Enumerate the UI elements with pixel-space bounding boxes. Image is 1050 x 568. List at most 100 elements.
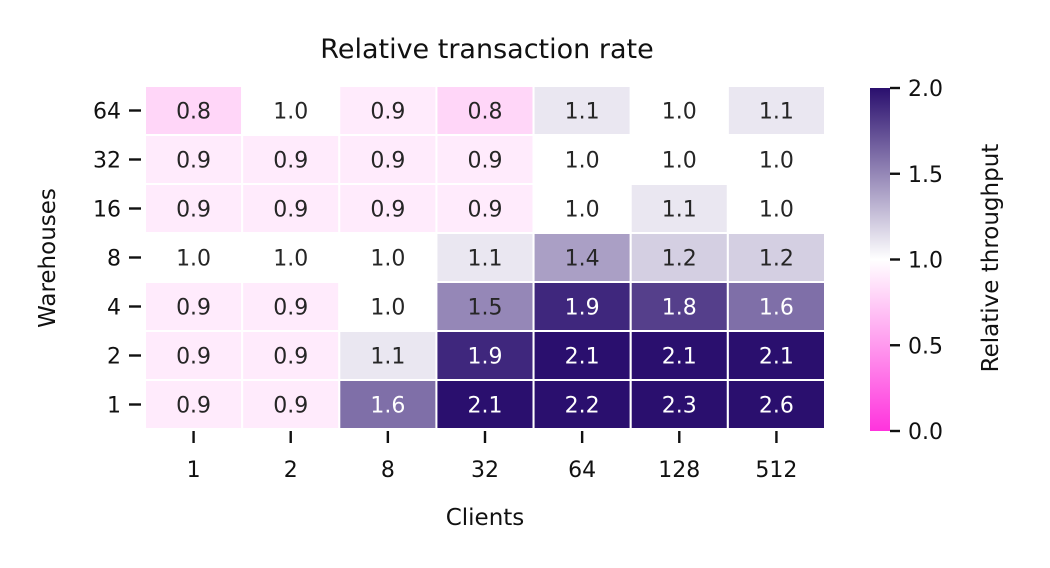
cell-value-label: 2.1 — [662, 345, 697, 370]
cell-value-label: 1.0 — [662, 149, 697, 174]
cell-value-label: 1.5 — [468, 296, 503, 321]
heatmap-cell — [241, 183, 341, 234]
heatmap-cell — [144, 232, 244, 283]
cell-value-label: 0.9 — [176, 345, 211, 370]
colorbar-label: Relative throughput — [978, 144, 1004, 373]
cell-value-label: 0.9 — [273, 198, 308, 223]
cell-value-label: 0.9 — [370, 198, 405, 223]
x-tick-label: 64 — [568, 458, 596, 483]
heatmap-cell — [338, 379, 438, 430]
cell-value-label: 1.1 — [565, 100, 600, 125]
heatmap-cell — [726, 183, 826, 234]
heatmap-cell — [144, 85, 244, 136]
heatmap-cell — [532, 134, 632, 185]
cell-value-label: 1.0 — [565, 149, 600, 174]
heatmap-cells: 0.8 1.0 0.9 0.8 1.1 1.0 1.1 0.9 0.9 0.9 0.9 1.0 1.0 1… — [144, 85, 826, 430]
cell-value-label: 1.0 — [273, 247, 308, 272]
heatmap-cell — [144, 330, 244, 381]
cell-value-label: 0.9 — [273, 345, 308, 370]
cell-value-label: 1.0 — [176, 247, 211, 272]
cell-value-label: 2.2 — [565, 394, 600, 419]
cell-value-label: 1.9 — [565, 296, 600, 321]
heatmap-cell — [338, 183, 438, 234]
cell-value-label: 1.0 — [273, 100, 308, 125]
colorbar-tick-label: 1.0 — [908, 249, 943, 274]
cell-value-label: 1.0 — [370, 247, 405, 272]
cell-value-label: 1.2 — [662, 247, 697, 272]
cell-value-label: 1.6 — [370, 394, 405, 419]
cell-value-label: 0.9 — [176, 198, 211, 223]
y-tick-label: 2 — [107, 345, 121, 370]
x-tick-label: 512 — [755, 458, 797, 483]
heatmap-cell — [726, 379, 826, 430]
y-tick-label: 64 — [93, 100, 121, 125]
cell-value-label: 1.6 — [759, 296, 794, 321]
heatmap-cell — [629, 232, 729, 283]
cell-value-label: 1.0 — [565, 198, 600, 223]
heatmap-cell — [338, 134, 438, 185]
heatmap-cell — [338, 281, 438, 332]
heatmap-cell — [241, 232, 341, 283]
y-axis-label: Warehouses — [35, 188, 61, 328]
cell-value-label: 0.8 — [176, 100, 211, 125]
colorbar-tick-label: 2.0 — [908, 77, 943, 102]
y-tick-label: 8 — [107, 247, 121, 272]
cell-value-label: 1.0 — [759, 149, 794, 174]
y-tick-label: 4 — [107, 296, 121, 321]
cell-value-label: 1.1 — [662, 198, 697, 223]
x-tick-label: 32 — [471, 458, 499, 483]
cell-value-label: 0.9 — [273, 394, 308, 419]
cell-value-label: 2.3 — [662, 394, 697, 419]
colorbar-ticks: 0.0 0.5 1.0 1.5 2.0 — [890, 77, 943, 445]
cell-value-label: 1.1 — [468, 247, 503, 272]
cell-value-label: 0.9 — [176, 296, 211, 321]
heatmap-cell — [629, 379, 729, 430]
heatmap-cell — [726, 134, 826, 185]
cell-value-label: 0.9 — [176, 394, 211, 419]
x-tick-label: 8 — [381, 458, 395, 483]
colorbar-tick-label: 0.5 — [908, 334, 943, 359]
cell-value-label: 0.9 — [273, 296, 308, 321]
heatmap-cell — [435, 379, 535, 430]
cell-value-label: 1.4 — [565, 247, 600, 272]
cell-value-label: 0.9 — [176, 149, 211, 174]
x-tick-label: 128 — [658, 458, 700, 483]
heatmap-cell — [144, 134, 244, 185]
cell-value-label: 0.9 — [370, 149, 405, 174]
cell-value-label: 1.8 — [662, 296, 697, 321]
heatmap-cell — [532, 183, 632, 234]
cell-value-label: 1.1 — [759, 100, 794, 125]
heatmap-cell — [726, 330, 826, 381]
heatmap-cell — [629, 85, 729, 136]
chart-title: Relative transaction rate — [320, 34, 653, 65]
colorbar — [870, 88, 890, 431]
heatmap-cell — [532, 379, 632, 430]
cell-value-label: 0.9 — [370, 100, 405, 125]
y-tick-label: 16 — [93, 198, 121, 223]
cell-value-label: 2.6 — [759, 394, 794, 419]
y-tick-label: 1 — [107, 394, 121, 419]
cell-value-label: 1.0 — [759, 198, 794, 223]
cell-value-label: 1.1 — [370, 345, 405, 370]
y-axis-ticks: 64 32 16 8 4 2 1 — [93, 100, 141, 419]
colorbar-tick-label: 1.5 — [908, 163, 943, 188]
cell-value-label: 1.0 — [662, 100, 697, 125]
x-tick-label: 1 — [187, 458, 201, 483]
cell-value-label: 0.9 — [468, 149, 503, 174]
cell-value-label: 0.9 — [273, 149, 308, 174]
heatmap-cell — [241, 85, 341, 136]
x-tick-label: 2 — [284, 458, 298, 483]
heatmap-cell — [241, 330, 341, 381]
x-axis-label: Clients — [446, 505, 525, 531]
cell-value-label: 2.1 — [759, 345, 794, 370]
cell-value-label: 2.1 — [468, 394, 503, 419]
colorbar-tick-label: 0.0 — [908, 420, 943, 445]
cell-value-label: 1.9 — [468, 345, 503, 370]
cell-value-label: 2.1 — [565, 345, 600, 370]
heatmap-cell — [629, 183, 729, 234]
y-tick-label: 32 — [93, 149, 121, 174]
cell-value-label: 0.8 — [468, 100, 503, 125]
